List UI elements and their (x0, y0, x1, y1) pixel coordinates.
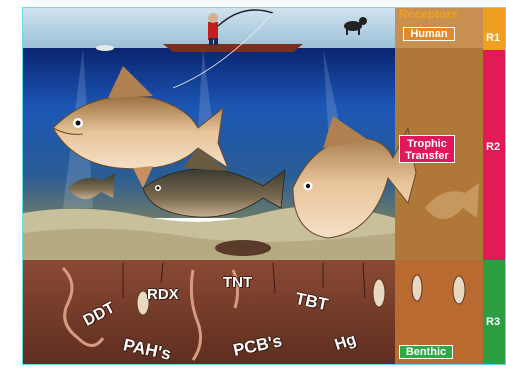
human-label: Human (403, 27, 455, 41)
trophic-label-line2: Transfer (400, 150, 454, 162)
r2-band (483, 50, 506, 260)
r3-band (483, 260, 506, 365)
distant-boat (96, 45, 114, 51)
trophic-transfer-box: Trophic Transfer (399, 135, 455, 163)
flounder (215, 240, 271, 256)
trophic-label-line1: Trophic (400, 138, 454, 150)
receptor-r1: R1 (486, 32, 500, 44)
receptor-r3: R3 (486, 316, 500, 328)
contaminant-tnt: TNT (223, 274, 252, 291)
benthic-label: Benthic (399, 345, 453, 359)
receptors-title: Receptors (399, 7, 458, 21)
contaminant-rdx: RDX (147, 286, 179, 303)
receptor-r2: R2 (486, 141, 500, 153)
diagram-frame: Receptors Human Trophic Transfer Benthic… (22, 7, 506, 365)
